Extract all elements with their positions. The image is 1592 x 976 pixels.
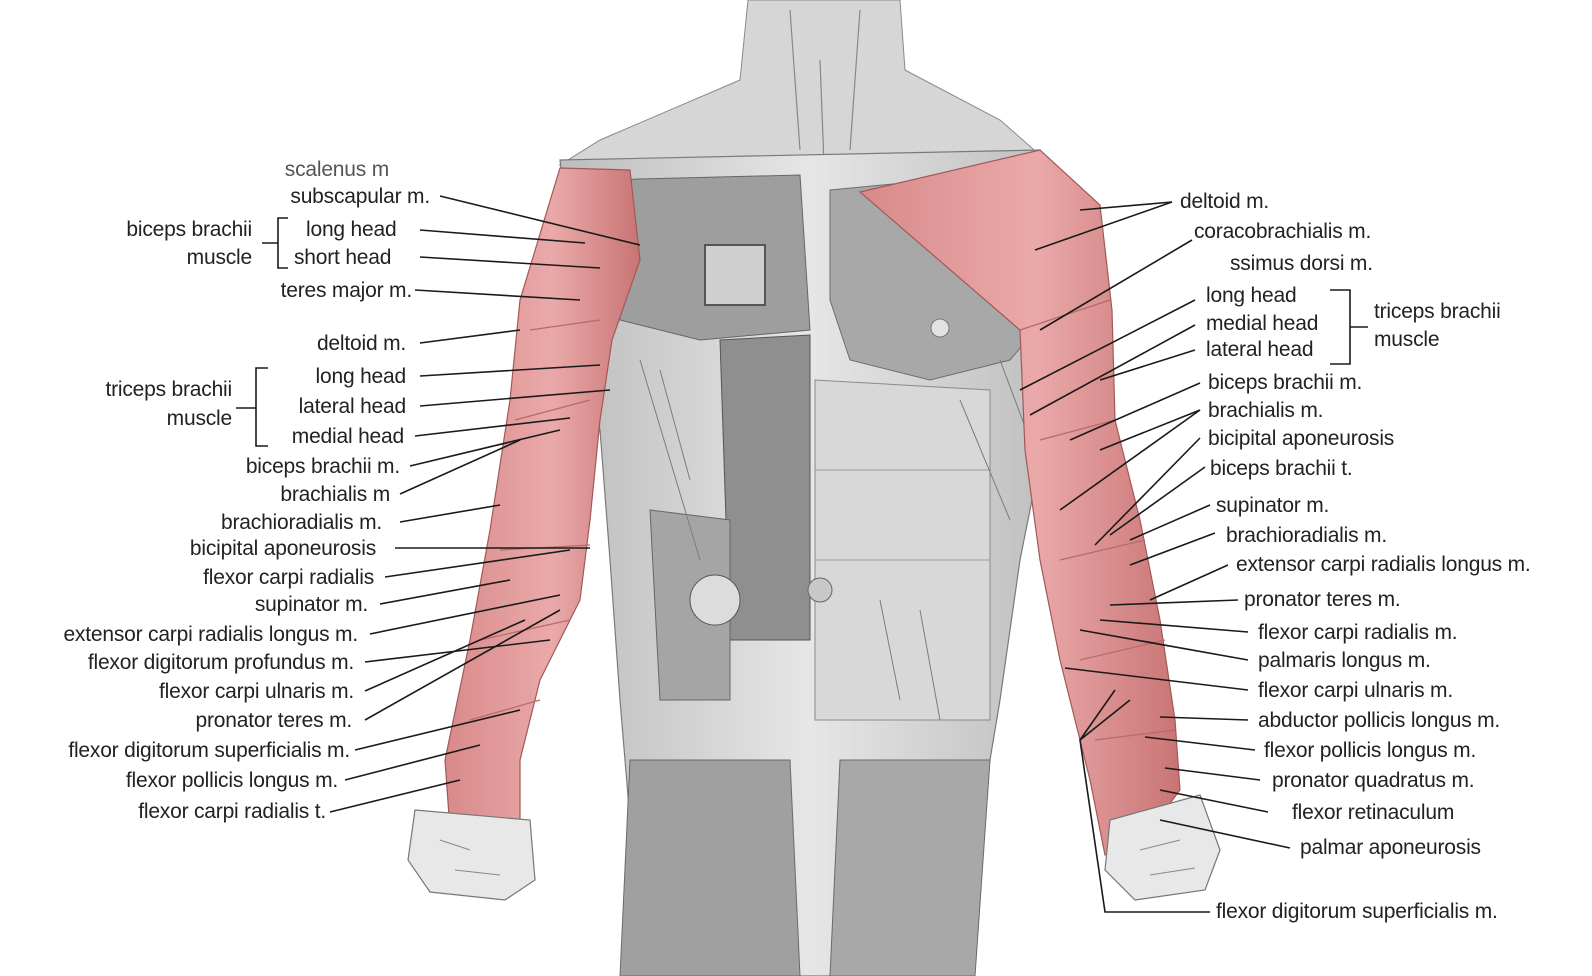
- label-biceps-brachii-left: biceps brachii m.: [246, 455, 400, 479]
- label-abductor-pollicis-longus: abductor pollicis longus m.: [1258, 709, 1500, 733]
- label-biceps-short-head: short head: [294, 246, 391, 270]
- label-biceps-long-head: long head: [306, 218, 396, 242]
- label-palmar-aponeurosis: palmar aponeurosis: [1300, 836, 1481, 860]
- left-fist: [408, 810, 535, 900]
- label-deltoid-left: deltoid m.: [317, 332, 406, 356]
- label-brachioradialis-right: brachioradialis m.: [1226, 524, 1387, 548]
- label-flex-dig-superficialis-right: flexor digitorum superficialis m.: [1216, 900, 1498, 924]
- label-flexor-carpi-radialis-left: flexor carpi radialis: [203, 566, 374, 590]
- label-triceps-medial-head: medial head: [292, 425, 404, 449]
- label-flex-pollicis-longus-right: flexor pollicis longus m.: [1264, 739, 1476, 763]
- label-deltoid-right: deltoid m.: [1180, 190, 1269, 214]
- label-supinator-left: supinator m.: [255, 593, 368, 617]
- label-flex-carpi-ulnaris-left: flexor carpi ulnaris m.: [159, 680, 354, 704]
- label-teres-major: teres major m.: [281, 279, 412, 303]
- label-ext-carpi-rad-longus-left: extensor carpi radialis longus m.: [63, 623, 358, 647]
- label-triceps-lateral-head-right: lateral head: [1206, 338, 1313, 362]
- label-flex-pollicis-longus-left: flexor pollicis longus m.: [126, 769, 338, 793]
- label-triceps-group-1-right: triceps brachii: [1374, 300, 1501, 324]
- label-triceps-long-head: long head: [316, 365, 406, 389]
- label-bicipital-aponeurosis-right: bicipital aponeurosis: [1208, 427, 1394, 451]
- label-flex-carpi-radialis-right: flexor carpi radialis m.: [1258, 621, 1457, 645]
- label-pronator-quadratus: pronator quadratus m.: [1272, 769, 1474, 793]
- label-supinator-right: supinator m.: [1216, 494, 1329, 518]
- label-flex-carpi-ulnaris-right: flexor carpi ulnaris m.: [1258, 679, 1453, 703]
- label-brachioradialis-left: brachioradialis m.: [221, 511, 382, 535]
- label-pronator-teres-left: pronator teres m.: [196, 709, 353, 733]
- label-coracobrachialis: coracobrachialis m.: [1194, 220, 1371, 244]
- label-palmaris-longus: palmaris longus m.: [1258, 649, 1431, 673]
- label-biceps-brachii-right: biceps brachii m.: [1208, 371, 1362, 395]
- label-brachialis-right: brachialis m.: [1208, 399, 1323, 423]
- label-triceps-group-2-right: muscle: [1374, 328, 1439, 352]
- label-triceps-long-head-right: long head: [1206, 284, 1296, 308]
- label-pronator-teres-right: pronator teres m.: [1244, 588, 1401, 612]
- label-triceps-medial-head-right: medial head: [1206, 312, 1318, 336]
- label-triceps-lateral-head: lateral head: [299, 395, 406, 419]
- label-biceps-group-1: biceps brachii: [126, 218, 252, 242]
- label-biceps-group-2: muscle: [187, 246, 252, 270]
- label-flex-dig-profundus: flexor digitorum profundus m.: [88, 651, 354, 675]
- label-biceps-brachii-t: biceps brachii t.: [1210, 457, 1353, 481]
- label-triceps-group-2: muscle: [167, 407, 232, 431]
- label-flex-carpi-radialis-t: flexor carpi radialis t.: [138, 800, 326, 824]
- label-triceps-group-1: triceps brachii: [105, 378, 232, 402]
- neck: [560, 0, 1040, 165]
- label-latissimus-dorsi: ssimus dorsi m.: [1230, 252, 1373, 276]
- label-subscapular: subscapular m.: [290, 185, 430, 209]
- label-ext-carpi-rad-longus-right: extensor carpi radialis longus m.: [1236, 553, 1531, 577]
- label-flex-dig-superficialis-left: flexor digitorum superficialis m.: [68, 739, 350, 763]
- label-bicipital-aponeurosis-left: bicipital aponeurosis: [190, 537, 376, 561]
- label-brachialis-left: brachialis m: [280, 483, 390, 507]
- label-scalenus: scalenus m: [285, 158, 389, 182]
- label-flexor-retinaculum: flexor retinaculum: [1292, 801, 1454, 825]
